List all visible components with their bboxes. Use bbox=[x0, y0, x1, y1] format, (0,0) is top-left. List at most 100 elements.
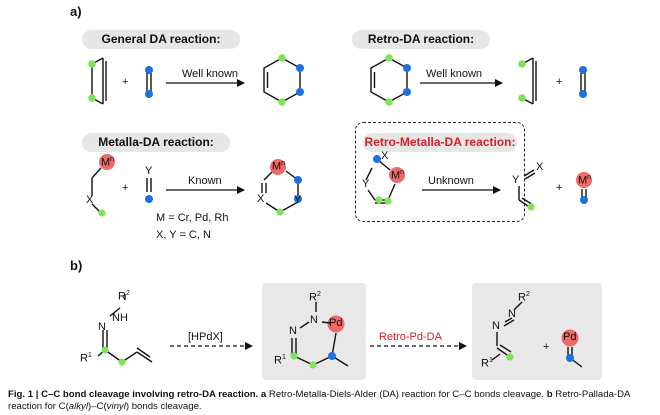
atom-m: Mn bbox=[578, 174, 592, 187]
atom-y: Y bbox=[362, 178, 370, 190]
green-atom bbox=[385, 98, 393, 106]
metalla-conditions-1: M = Cr, Pd, Rh bbox=[156, 212, 229, 224]
caption-a-text: Retro-Metalla-Diels-Alder (DA) reaction … bbox=[268, 389, 545, 400]
retro-da-scheme bbox=[370, 54, 587, 106]
green-atom bbox=[384, 197, 392, 205]
atom-n: N bbox=[289, 325, 297, 337]
atom-nh: NH bbox=[112, 312, 128, 324]
retro-metalla-da-scheme bbox=[365, 155, 592, 211]
retro-arrow-label: Well known bbox=[426, 68, 483, 80]
green-atom bbox=[518, 94, 526, 102]
caption-b-label: b bbox=[546, 389, 553, 400]
metalla-arrow-label: Known bbox=[188, 175, 222, 187]
blue-atom bbox=[403, 88, 411, 96]
general-da-scheme bbox=[88, 54, 304, 106]
atom-n: N bbox=[98, 321, 106, 333]
green-atom bbox=[88, 94, 96, 102]
green-atom bbox=[276, 208, 284, 216]
retro-da-title: Retro-DA reaction: bbox=[352, 30, 490, 49]
retro-metalla-plus: + bbox=[556, 182, 563, 194]
atom-pd: Pd bbox=[563, 331, 577, 343]
atom-x: X bbox=[257, 193, 265, 205]
panel-b-scheme bbox=[97, 294, 583, 369]
green-atom bbox=[101, 346, 109, 354]
general-plus: + bbox=[122, 76, 129, 88]
hpdx-label: [HPdX] bbox=[188, 331, 223, 343]
green-atom bbox=[527, 203, 535, 211]
retro-metalla-arrow-label: Unknown bbox=[428, 175, 474, 187]
green-atom bbox=[385, 54, 393, 62]
metalla-plus: + bbox=[122, 182, 129, 194]
palladium-atom bbox=[327, 315, 345, 333]
blue-atom bbox=[145, 195, 153, 203]
green-atom bbox=[290, 352, 298, 360]
caption-alkyl: alkyl bbox=[68, 401, 88, 412]
blue-atom bbox=[566, 354, 574, 362]
blue-atom bbox=[373, 155, 381, 163]
caption-b-text-1: Retro-Pallada-DA reaction for C( bbox=[8, 389, 630, 412]
metalla-da-title: Metalla-DA reaction: bbox=[82, 133, 230, 152]
panel-b-label: b) bbox=[70, 258, 83, 273]
atom-r1: R1 bbox=[481, 357, 493, 370]
retro-metalla-box bbox=[355, 122, 525, 222]
green-atom bbox=[309, 361, 317, 369]
blue-atom bbox=[579, 90, 587, 98]
retro-metalla-da-title: Retro-Metalla-DA reaction: bbox=[363, 133, 517, 152]
panel-a-label: a) bbox=[70, 4, 82, 19]
retro-pd-da-label: Retro-Pd-DA bbox=[379, 331, 442, 343]
green-atom bbox=[506, 353, 514, 361]
blue-atom bbox=[145, 66, 153, 74]
atom-r1: R1 bbox=[274, 354, 286, 367]
blue-atom bbox=[296, 64, 304, 72]
blue-atom bbox=[580, 196, 588, 204]
green-atom bbox=[518, 60, 526, 68]
blue-atom bbox=[296, 88, 304, 96]
products-box bbox=[472, 283, 602, 380]
blue-atom bbox=[145, 90, 153, 98]
caption-a-label: a bbox=[260, 389, 267, 400]
atom-pd: Pd bbox=[329, 317, 343, 329]
retro-plus: + bbox=[556, 76, 563, 88]
atom-y: Y bbox=[294, 194, 302, 206]
green-atom bbox=[88, 60, 96, 68]
green-atom bbox=[278, 54, 286, 62]
atom-r1: R1 bbox=[80, 352, 92, 365]
atom-m: Mn bbox=[391, 169, 405, 182]
atom-x: X bbox=[536, 161, 544, 173]
atom-n: N bbox=[508, 308, 516, 320]
caption-b-text-3: ) bonds cleavage. bbox=[125, 401, 202, 412]
caption-fig: Fig. 1 | C–C bond cleavage involving ret… bbox=[8, 389, 259, 400]
atom-r2: R2 bbox=[118, 290, 130, 303]
metalla-da-scheme bbox=[91, 154, 302, 217]
atom-y: Y bbox=[512, 174, 520, 186]
blue-atom bbox=[403, 64, 411, 72]
atom-y: Y bbox=[145, 165, 153, 177]
caption-vinyl: vinyl bbox=[106, 401, 126, 412]
metal-atom bbox=[389, 167, 405, 183]
atom-m: Mn bbox=[101, 156, 115, 169]
general-da-title: General DA reaction: bbox=[82, 30, 240, 49]
palladium-atom bbox=[561, 329, 579, 347]
atom-n: N bbox=[492, 320, 500, 332]
atom-n: N bbox=[310, 314, 318, 326]
blue-atom bbox=[579, 66, 587, 74]
product-plus: + bbox=[543, 341, 550, 353]
blue-atom bbox=[328, 352, 336, 360]
atom-r2: R2 bbox=[309, 291, 321, 304]
metal-atom bbox=[99, 154, 115, 170]
blue-atom bbox=[294, 176, 302, 184]
atom-x: X bbox=[381, 150, 389, 162]
green-atom bbox=[98, 209, 106, 217]
green-atom bbox=[375, 196, 383, 204]
atom-x: X bbox=[86, 194, 94, 206]
metalla-conditions-2: X, Y = C, N bbox=[156, 229, 211, 241]
general-arrow-label: Well known bbox=[182, 68, 239, 80]
metal-atom bbox=[270, 159, 286, 175]
green-atom bbox=[278, 98, 286, 106]
metal-atom bbox=[576, 172, 592, 188]
caption-b-text-2: )–C( bbox=[87, 401, 107, 412]
atom-r2: R2 bbox=[518, 291, 530, 304]
atom-m: Mn bbox=[272, 160, 286, 173]
